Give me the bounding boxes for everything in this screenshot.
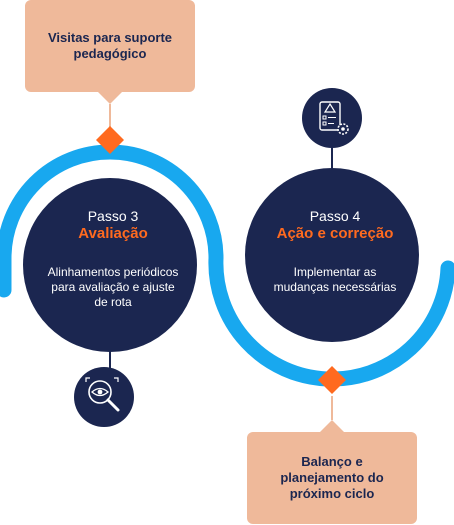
step3-desc-line-3: de rota <box>94 295 132 309</box>
step3-desc-line-1: Alinhamentos periódicos <box>47 265 179 279</box>
callout-top-line-2: pedagógico <box>73 46 147 61</box>
step3-desc-line-2: para avaliação e ajuste <box>51 280 175 294</box>
step4-label: Passo 4 <box>309 208 361 224</box>
step4-content: Passo 4 Ação e correção Implementar as m… <box>250 208 420 295</box>
callout-bottom-line-3: próximo ciclo <box>289 486 375 501</box>
callout-bottom-pointer <box>320 420 344 432</box>
step3-title: Avaliação <box>78 225 148 242</box>
step3-content: Passo 3 Avaliação Alinhamentos periódico… <box>28 208 198 310</box>
diamond-marker-top <box>96 126 124 154</box>
callout-bottom-line-2: planejamento do <box>280 470 384 485</box>
callout-balance: Balanço e planejamento do próximo ciclo <box>247 432 417 524</box>
callout-top-line-1: Visitas para suporte <box>47 30 173 45</box>
step3-circle <box>23 178 197 352</box>
step4-title: Ação e correção <box>276 225 394 242</box>
magnifier-eye-icon <box>74 367 134 427</box>
step4-circle <box>245 168 419 342</box>
callout-bottom-line-1: Balanço e <box>301 454 363 469</box>
wave-path <box>0 144 454 387</box>
step4-description: Implementar as mudanças necessárias <box>250 265 420 295</box>
document-gear-icon <box>302 88 362 148</box>
step4-desc-line-1: Implementar as <box>293 265 377 279</box>
step3-description: Alinhamentos periódicos para avaliação e… <box>28 265 198 310</box>
callout-top-pointer <box>98 92 122 104</box>
step4-desc-line-2: mudanças necessárias <box>273 280 397 294</box>
callout-visits: Visitas para suporte pedagógico <box>25 0 195 92</box>
step3-label: Passo 3 <box>87 208 139 224</box>
diamond-marker-bottom <box>318 366 346 394</box>
